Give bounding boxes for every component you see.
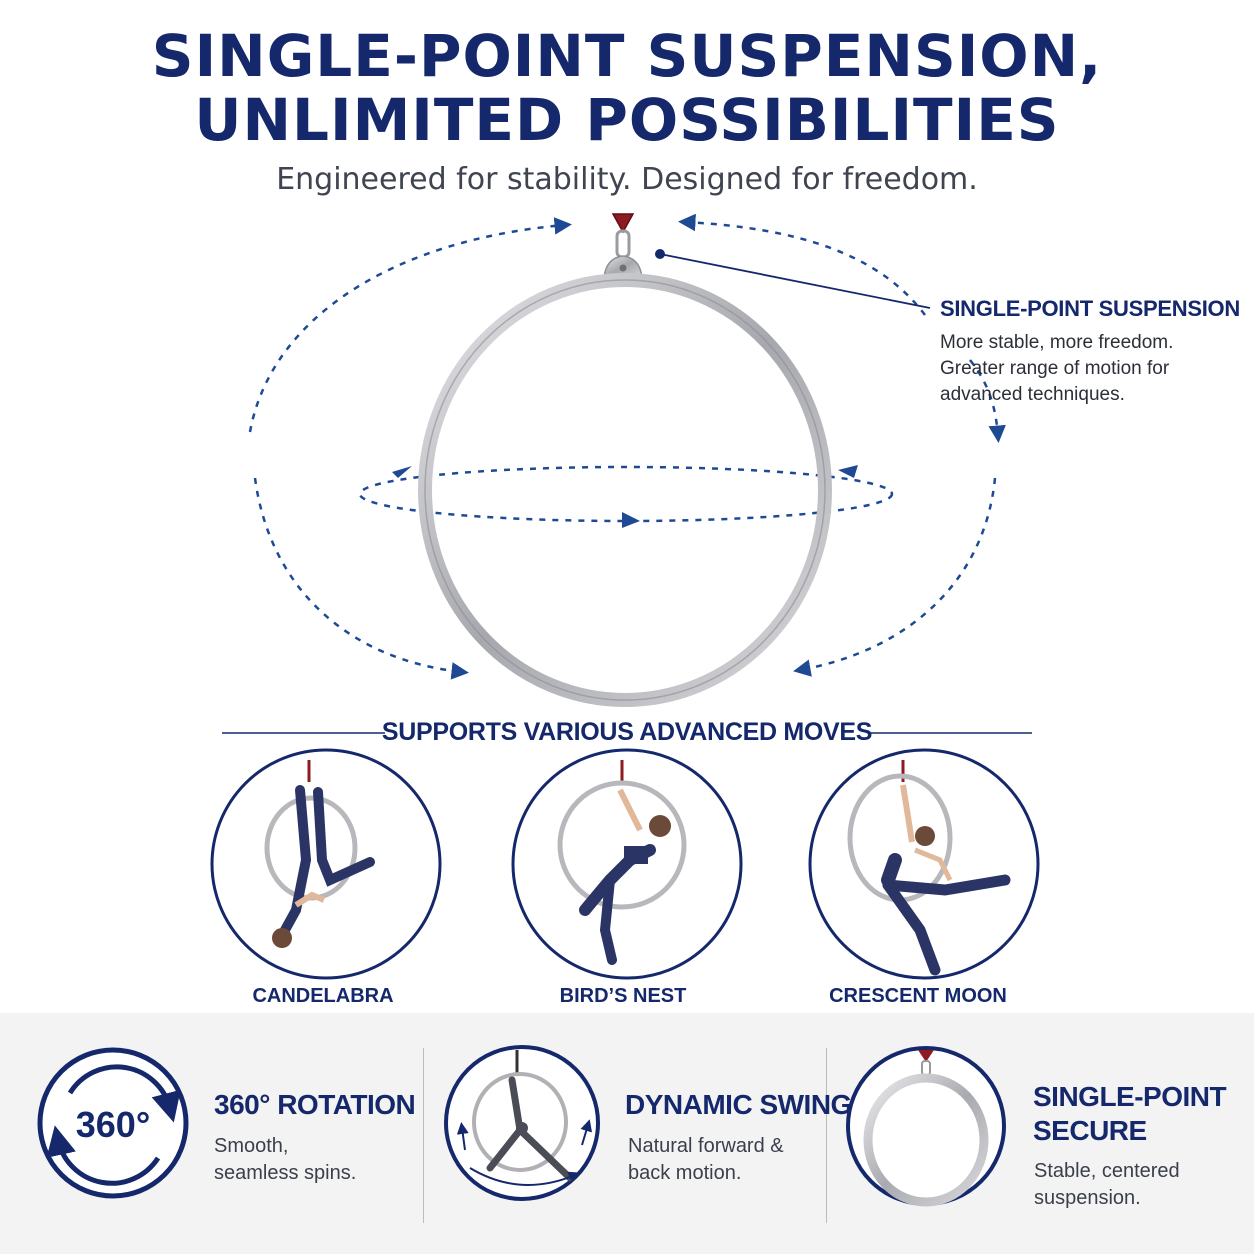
feature-swing-body-line-2: back motion. xyxy=(628,1162,742,1184)
rotation-ellipse xyxy=(358,465,894,523)
feature-secure-body-line-1: Stable, centered xyxy=(1034,1160,1180,1182)
feature-band xyxy=(0,1013,1254,1254)
rotation-360-badge: 360° xyxy=(75,1104,151,1145)
orbit-arrow-right-down xyxy=(969,359,1006,443)
feature-swing-title: DYNAMIC SWING xyxy=(625,1089,852,1120)
move-label-crescent-moon: CRESCENT MOON xyxy=(829,985,1007,1007)
callout-title: SINGLE-POINT SUSPENSION xyxy=(940,296,1240,321)
orbit-arrow-top-right xyxy=(678,213,926,316)
feature-swing-body-line-1: Natural forward & xyxy=(628,1135,784,1157)
move-label-birds-nest: BIRD’S NEST xyxy=(559,985,687,1007)
subtitle: Engineered for stability. Designed for f… xyxy=(276,162,978,197)
callout-body: More stable, more freedom. Greater range… xyxy=(940,330,1240,408)
callout-body-line-2: Greater range of motion for xyxy=(940,358,1170,379)
feature-divider-2 xyxy=(826,1048,827,1223)
moves-section-title: SUPPORTS VARIOUS ADVANCED MOVES xyxy=(381,718,873,746)
feature-swing-body: Natural forward & back motion. xyxy=(628,1133,784,1187)
feature-secure-body: Stable, centered suspension. xyxy=(1034,1158,1180,1212)
rotation-360-icon xyxy=(37,1047,189,1199)
feature-secure-title-line-1: SINGLE-POINT xyxy=(1033,1081,1227,1112)
orbit-arrow-bottom-left xyxy=(253,477,469,680)
move-crescent-moon-illustration xyxy=(808,748,1040,980)
move-label-candelabra: CANDELABRA xyxy=(252,985,394,1007)
move-birds-nest-illustration xyxy=(511,748,743,980)
move-candelabra-illustration xyxy=(210,748,442,980)
callout-body-line-1: More stable, more freedom. xyxy=(940,332,1174,353)
callout-leader-line xyxy=(659,253,931,309)
feature-rotation-title: 360° ROTATION xyxy=(214,1089,416,1120)
feature-divider-1 xyxy=(423,1048,424,1223)
orbit-arrow-bottom-right xyxy=(793,477,997,677)
feature-secure-body-line-2: suspension. xyxy=(1034,1187,1141,1209)
rigging-red-shackle xyxy=(611,213,635,234)
dynamic-swing-icon xyxy=(444,1045,600,1201)
feature-secure-title-line-2: SECURE xyxy=(1033,1115,1147,1146)
feature-rotation-body-line-2: seamless spins. xyxy=(214,1162,357,1184)
hoop-secure-icon xyxy=(846,1046,1006,1207)
callout-body-line-3: advanced techniques. xyxy=(940,384,1125,405)
headline-line-1: SINGLE-POINT SUSPENSION, xyxy=(151,22,1103,90)
feature-rotation-body-line-1: Smooth, xyxy=(214,1135,289,1157)
headline-line-2: UNLIMITED POSSIBILITIES xyxy=(194,86,1060,154)
feature-secure-title: SINGLE-POINT SECURE xyxy=(1033,1080,1227,1148)
feature-rotation-body: Smooth, seamless spins. xyxy=(214,1133,356,1187)
